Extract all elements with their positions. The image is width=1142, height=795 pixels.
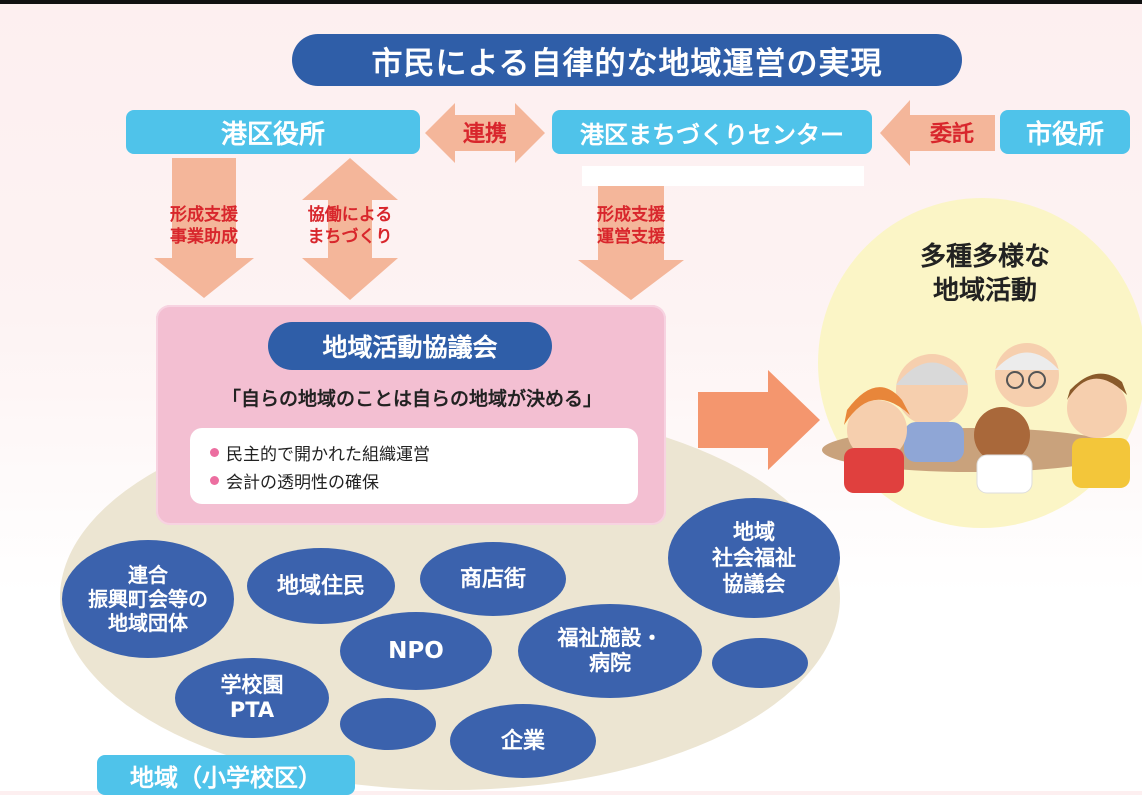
group-blank-right xyxy=(712,638,808,688)
activity-label-line2: 地域活動 xyxy=(932,276,1037,306)
bullet-dot xyxy=(210,476,219,485)
principle-item: 民主的で開かれた組織運営 xyxy=(210,440,430,465)
council-title: 地域活動協議会 xyxy=(268,322,552,370)
group-welfare-facility-line2: 病院 xyxy=(589,651,631,675)
support-label-center-line1: 形成支援 xyxy=(597,205,665,225)
group-rengo-line2: 振興町会等の xyxy=(88,587,208,611)
support-label-left: 形成支援 事業助成 xyxy=(140,204,268,248)
activity-arrow xyxy=(698,370,820,470)
group-residents: 地域住民 xyxy=(247,548,395,624)
group-shopping-street: 商店街 xyxy=(420,542,566,616)
principle-text: 民主的で開かれた組織運営 xyxy=(226,445,430,465)
group-welfare-council-line2: 社会福祉 xyxy=(712,546,796,570)
group-rengo: 連合 振興町会等の 地域団体 xyxy=(62,540,234,658)
group-company: 企業 xyxy=(450,704,596,778)
top-border xyxy=(0,0,1142,4)
group-welfare-council: 地域 社会福祉 協議会 xyxy=(668,498,840,618)
support-down-arrow-center xyxy=(578,178,684,300)
support-down-arrow-left xyxy=(154,158,254,298)
group-school-pta: 学校園 PTA xyxy=(175,658,329,738)
group-blank-left xyxy=(340,698,436,750)
cooperation-label: 連携 xyxy=(462,122,507,147)
region-label: 地域（小学校区） xyxy=(97,755,355,795)
group-welfare-facility-line1: 福祉施設・ xyxy=(557,626,663,650)
group-npo: NPO xyxy=(340,612,492,690)
bullet-dot xyxy=(210,448,219,457)
group-welfare-council-line1: 地域 xyxy=(733,520,775,544)
blank-strip xyxy=(582,166,864,186)
city-hall-box: 市役所 xyxy=(1000,110,1130,154)
council-motto: 「自らの地域のことは自らの地域が決める」 xyxy=(221,388,602,410)
collab-label-line1: 協働による xyxy=(307,205,393,225)
entrust-label: 委託 xyxy=(929,122,974,147)
support-label-left-line1: 形成支援 xyxy=(170,205,238,225)
principle-item: 会計の透明性の確保 xyxy=(210,468,379,493)
entrust-arrow xyxy=(880,100,995,166)
council-principles: 民主的で開かれた組織運営 会計の透明性の確保 xyxy=(190,428,638,504)
group-welfare-council-line3: 協議会 xyxy=(722,572,786,596)
collab-double-arrow xyxy=(302,158,398,300)
group-rengo-line3: 地域団体 xyxy=(108,611,188,635)
group-welfare-facility: 福祉施設・ 病院 xyxy=(518,604,702,698)
support-label-center: 形成支援 運営支援 xyxy=(566,204,696,248)
collab-label-line2: まちづくり xyxy=(307,227,393,247)
support-label-center-line2: 運営支援 xyxy=(597,227,665,247)
group-rengo-line1: 連合 xyxy=(128,563,168,587)
meeting-illustration xyxy=(822,343,1130,494)
principle-text: 会計の透明性の確保 xyxy=(226,473,379,493)
collab-label: 協働による まちづくり xyxy=(282,204,418,248)
group-school-line1: 学校園 xyxy=(220,673,284,697)
group-school-line2: PTA xyxy=(229,698,275,722)
ward-office-box: 港区役所 xyxy=(126,110,420,154)
machizukuri-center-box: 港区まちづくりセンター xyxy=(552,110,872,154)
activity-label: 多種多様な 地域活動 xyxy=(870,240,1100,308)
page-title: 市民による自律的な地域運営の実現 xyxy=(292,34,962,86)
support-label-left-line2: 事業助成 xyxy=(170,227,238,247)
activity-label-line1: 多種多様な xyxy=(919,242,1050,272)
cooperation-arrow xyxy=(425,103,545,163)
